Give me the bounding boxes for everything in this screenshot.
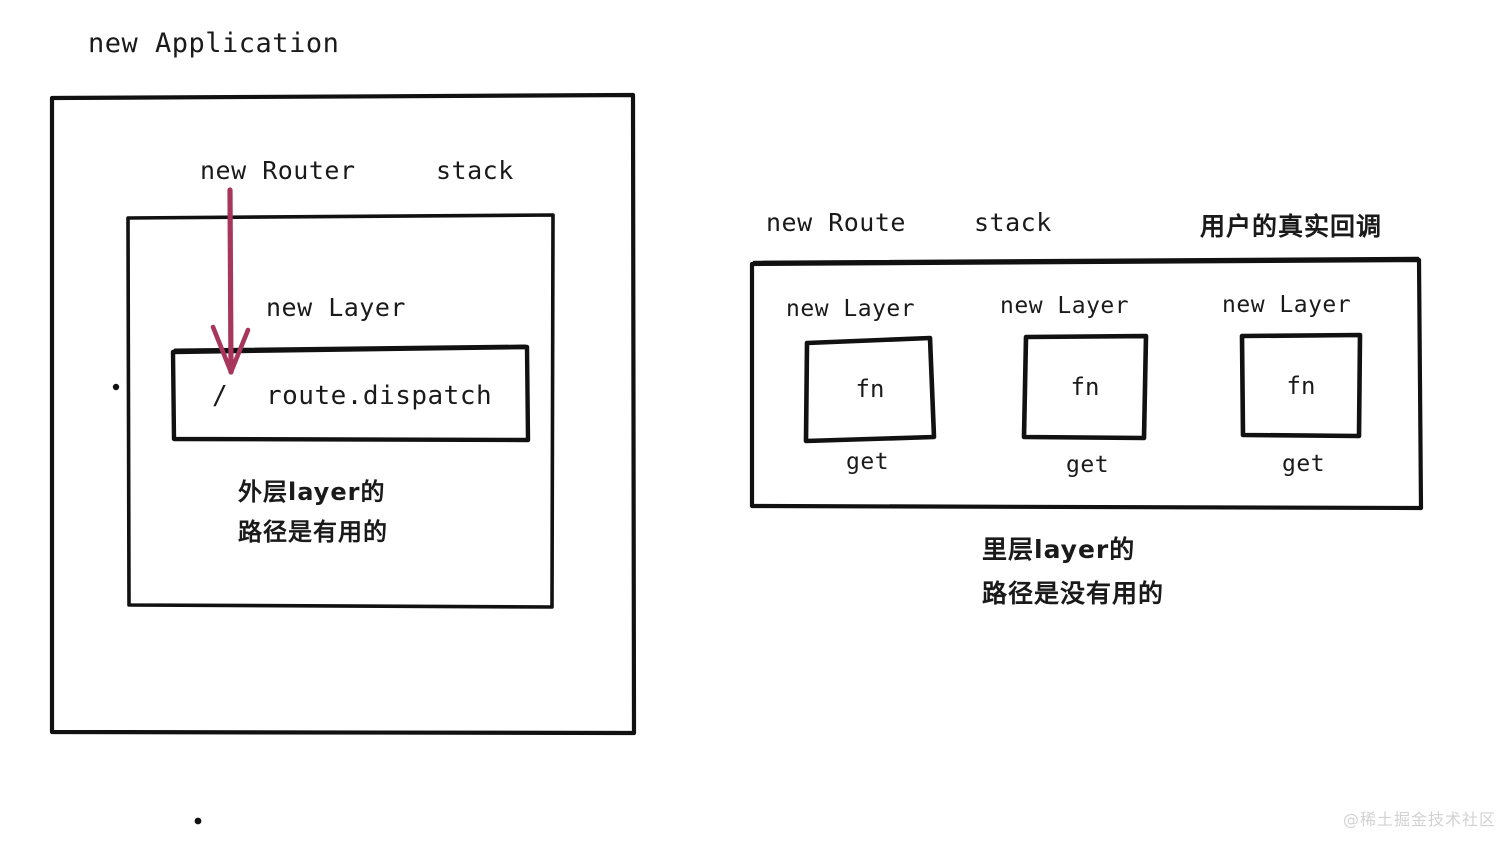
inner-layer-note-line2: 路径是没有用的	[982, 579, 1165, 608]
get-label-3: get	[1282, 451, 1326, 477]
fn-label-3: fn	[1286, 372, 1316, 400]
route-dispatch-label: route.dispatch	[266, 381, 493, 411]
fn-label-1: fn	[855, 375, 885, 403]
outer-layer-note: 外层layer的 路径是有用的	[238, 472, 388, 552]
outer-layer-note-line1: 外层layer的	[238, 478, 386, 506]
fn-label-2: fn	[1070, 373, 1100, 401]
stray-dot-bottom	[194, 817, 202, 825]
user-callback-label: 用户的真实回调	[1200, 212, 1383, 241]
new-layer-label-1: new Layer	[786, 296, 916, 322]
new-layer-label-3: new Layer	[1222, 292, 1352, 318]
route-stack-label: stack	[974, 208, 1052, 237]
router-stack-label: stack	[436, 156, 514, 185]
application-box	[49, 92, 637, 736]
page-title: new Application	[88, 28, 340, 59]
watermark: @稀土掘金技术社区	[1342, 810, 1496, 829]
new-route-label: new Route	[766, 208, 906, 237]
new-layer-label-2: new Layer	[1000, 293, 1130, 319]
router-to-layer-arrow	[210, 187, 251, 375]
outer-layer-note-line2: 路径是有用的	[238, 518, 388, 546]
get-label-1: get	[846, 449, 890, 475]
get-label-2: get	[1066, 452, 1110, 478]
inner-layer-note: 里层layer的 路径是没有用的	[982, 528, 1164, 616]
new-layer-label-left: new Layer	[266, 293, 406, 322]
inner-layer-note-line1: 里层layer的	[982, 535, 1136, 564]
route-path-label: /	[212, 381, 229, 411]
new-router-label: new Router	[200, 156, 356, 185]
stray-dot-left	[112, 383, 120, 391]
